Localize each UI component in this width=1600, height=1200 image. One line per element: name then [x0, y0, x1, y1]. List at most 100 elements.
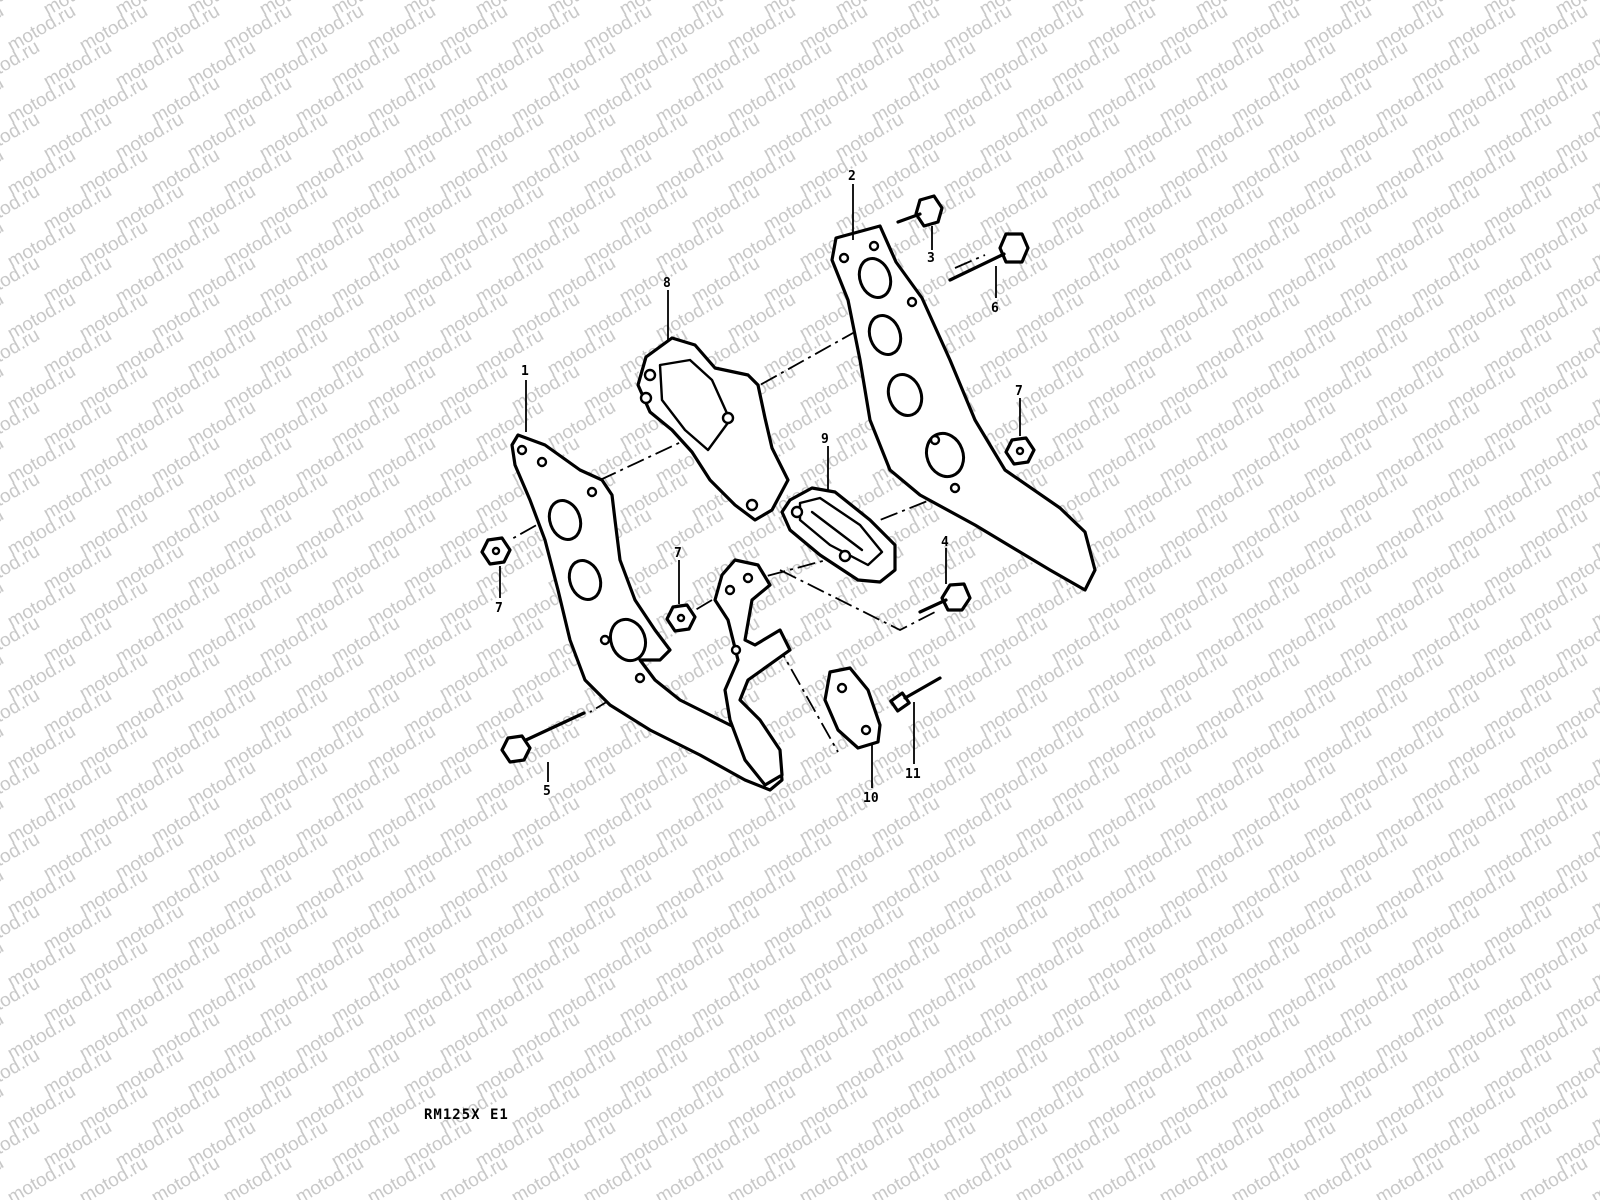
left-plate-bolt-hole-1 [516, 444, 528, 456]
rubber-damper-hole-2 [838, 549, 852, 563]
nut-right-hole [1015, 446, 1025, 456]
watermark-text: motod.ru [724, 1153, 799, 1200]
watermark-text: motod.ru [0, 1009, 7, 1065]
watermark-text: motod.ru [0, 1117, 43, 1173]
nut-left-hole [491, 546, 501, 556]
watermark-text: motod.ru [1300, 1153, 1375, 1200]
watermark-text: motod.ru [0, 613, 43, 669]
callout-8: 8 [663, 276, 671, 291]
watermark-text: motod.ru [0, 757, 43, 813]
nut-center-hole [676, 613, 686, 623]
left-plate-bolt-hole-2 [536, 456, 548, 468]
watermark-text: motod.ru [1516, 1153, 1591, 1200]
watermark-text: motod.ru [0, 109, 43, 165]
lower-bolt-head [940, 582, 972, 612]
callout-7a: 7 [495, 601, 503, 616]
watermark-text: motod.ru [508, 1153, 583, 1200]
upper-bolt-head [914, 194, 944, 228]
right-plate-bolt-hole-5 [949, 482, 961, 494]
watermark-text: motod.ru [0, 73, 7, 129]
upper-bracket-hole-2 [639, 391, 653, 405]
watermark-text: motod.ru [0, 397, 43, 453]
watermark-text: motod.ru [0, 865, 7, 921]
watermark-text: motod.ru [868, 1153, 943, 1200]
watermark-text: motod.ru [0, 361, 7, 417]
watermark-text: motod.ru [0, 469, 43, 525]
spacer-hole-2 [860, 724, 872, 736]
watermark-text: motod.ru [364, 1153, 439, 1200]
left-plate-bolt-hole-5 [634, 672, 646, 684]
callout-7c: 7 [1015, 384, 1023, 399]
watermark-text: motod.ru [0, 1081, 7, 1137]
right-plate-bolt-hole-4 [929, 434, 941, 446]
watermark-text: motod.ru [148, 1153, 223, 1200]
watermark-text: motod.ru [436, 1153, 511, 1200]
watermark-text: motod.ru [0, 217, 7, 273]
callout-9: 9 [821, 432, 829, 447]
upper-bracket-hole-1 [643, 368, 657, 382]
left-plate-bolt-hole-4 [599, 634, 611, 646]
callout-1: 1 [521, 364, 529, 379]
watermark-text: motod.ru [1228, 1153, 1303, 1200]
callout-6: 6 [991, 301, 999, 316]
watermark-text: motod.ru [796, 1153, 871, 1200]
watermark-text: motod.ru [1372, 1153, 1447, 1200]
watermark-text: motod.ru [1012, 1153, 1087, 1200]
model-code-label: RM125X E1 [424, 1107, 509, 1123]
long-bolt-right-head [998, 232, 1030, 264]
spacer-hole-1 [836, 682, 848, 694]
right-plate-bolt-hole-3 [906, 296, 918, 308]
right-plate-bolt-hole-1 [838, 252, 850, 264]
watermark-text: motod.ru [0, 829, 43, 885]
watermark-text: motod.ru [0, 685, 43, 741]
lower-bracket-hole-1 [742, 572, 754, 584]
right-plate-bolt-hole-2 [868, 240, 880, 252]
nut-right [1004, 436, 1036, 466]
watermark-text: motod.ru [0, 37, 43, 93]
watermark-text: motod.ru [0, 649, 7, 705]
watermark-text: motod.ru [0, 721, 7, 777]
callout-10: 10 [863, 791, 879, 806]
callout-4: 4 [941, 535, 949, 550]
watermark-text: motod.ru [4, 1153, 79, 1200]
left-plate-bolt-hole-3 [586, 486, 598, 498]
callout-11: 11 [905, 767, 921, 782]
upper-bracket-hole-3 [721, 411, 735, 425]
nut-center [665, 603, 697, 633]
watermark-text: motod.ru [0, 541, 43, 597]
lower-bracket-hole-2 [724, 584, 736, 596]
watermark-text: motod.ru [0, 937, 7, 993]
watermark-text: motod.ru [652, 1153, 727, 1200]
upper-bolt [896, 194, 944, 228]
watermark-text: motod.ru [940, 1153, 1015, 1200]
watermark-text: motod.ru [76, 1153, 151, 1200]
watermark-text: motod.ru [0, 145, 7, 201]
rubber-damper-hole-1 [790, 505, 804, 519]
watermark-text: motod.ru [0, 505, 7, 561]
watermark-text: motod.ru [0, 793, 7, 849]
callout-2: 2 [848, 169, 856, 184]
callout-7b: 7 [674, 546, 682, 561]
callout-5: 5 [543, 784, 551, 799]
watermark-text: motod.ru [1588, 1153, 1600, 1200]
watermark-text: motod.ru [0, 325, 43, 381]
watermark-text: motod.ru [0, 433, 7, 489]
callout-3: 3 [927, 251, 935, 266]
watermark-text: motod.ru [0, 181, 43, 237]
watermark-text: motod.ru [1156, 1153, 1231, 1200]
watermark-text: motod.ru [0, 901, 43, 957]
watermark-text: motod.ru [0, 1045, 43, 1101]
watermark-text: motod.ru [0, 973, 43, 1029]
watermark-text: motod.ru [0, 253, 43, 309]
lower-bracket-hole-3 [730, 644, 742, 656]
watermark-text: motod.ru [1444, 1153, 1519, 1200]
nut-left [480, 536, 512, 566]
watermark-text: motod.ru [292, 1153, 367, 1200]
watermark-text: motod.ru [580, 1153, 655, 1200]
upper-bracket-hole-4 [745, 498, 759, 512]
watermark-text: motod.ru [0, 289, 7, 345]
watermark-text: motod.ru [1084, 1153, 1159, 1200]
